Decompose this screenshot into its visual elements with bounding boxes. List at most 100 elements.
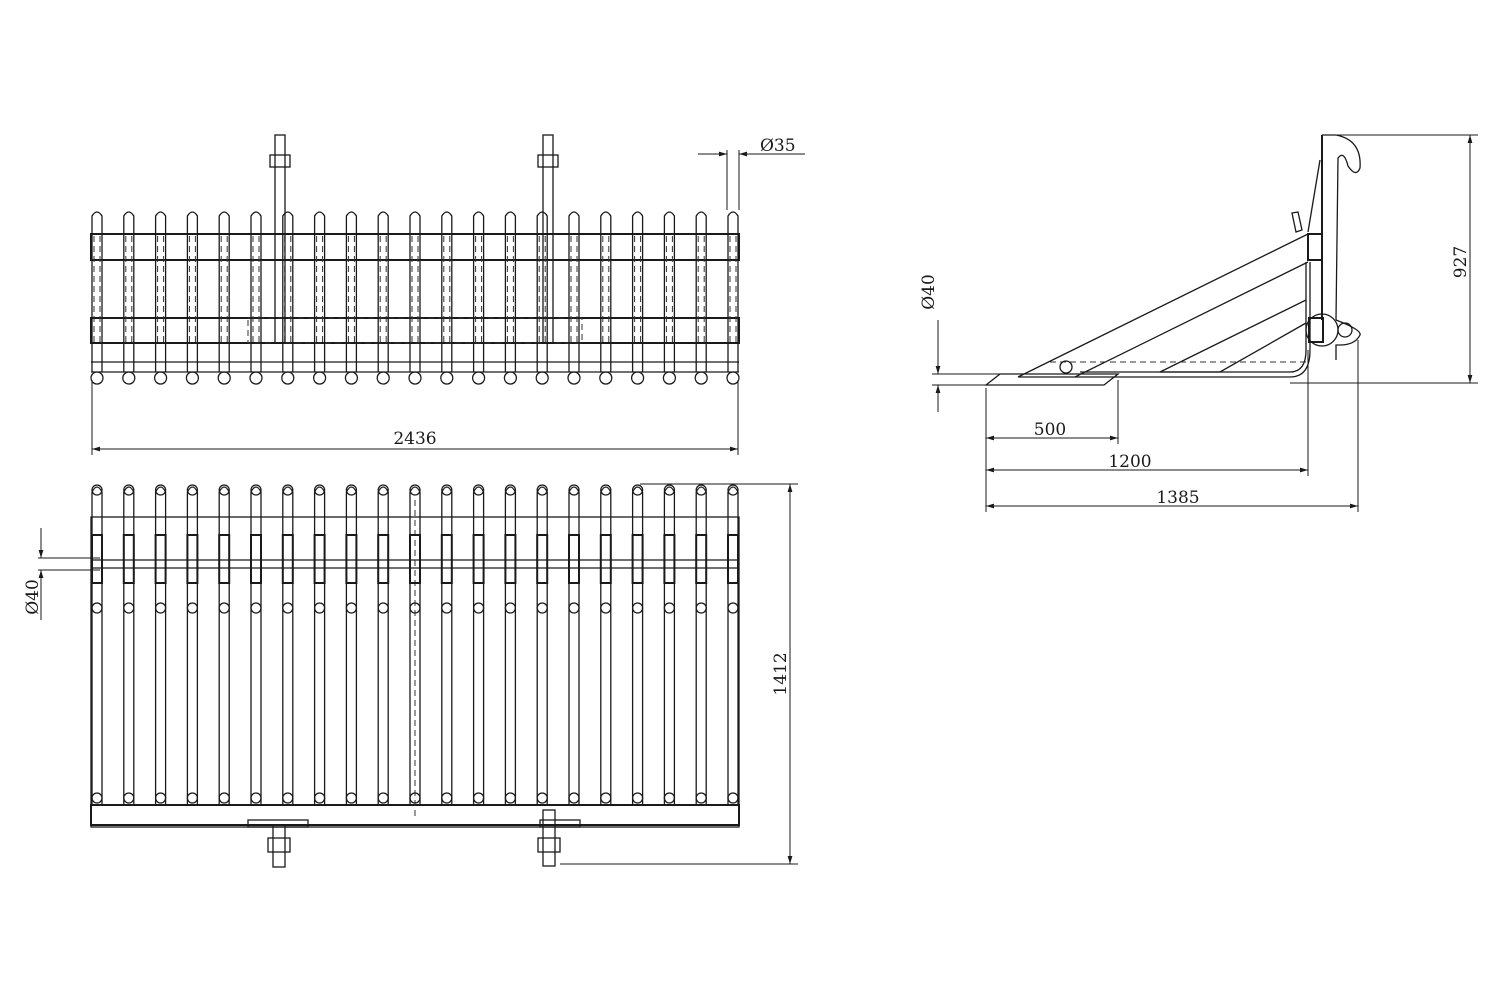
tine-base-circle [663,792,676,804]
tine-end-circle [312,371,327,385]
tine [662,211,677,385]
tine-sleeve [472,534,485,584]
tine-base-circle [504,792,517,804]
stop-tab [1291,211,1303,233]
hitch-hook [1322,134,1361,321]
tine-tip-circle [154,484,167,496]
tine-base-circle [218,792,230,804]
tine-base-circle [472,792,485,804]
tine-base-circle [345,792,358,804]
tine [312,211,327,385]
plan-tine [631,484,644,805]
plan-tine [218,484,231,805]
plan-tine [504,484,517,805]
tine-sleeve [345,534,358,584]
pin-hole [1337,322,1353,338]
tine-sleeve [313,534,326,584]
top-view: 2436 Ø35 [90,134,805,455]
plan-tine [250,484,262,805]
tine-joint-circle [345,602,358,614]
tine-sleeve [154,534,167,584]
plan-tine [695,484,708,805]
upper-beam [90,233,740,261]
tine-end-circle [726,371,740,385]
tine-tip-circle [472,484,485,496]
tine-tip [984,373,1120,386]
tine-end-circle [376,371,390,385]
tine-tip-circle [186,484,199,496]
tine-sleeve [727,534,739,584]
tine-tip-circle [123,484,135,496]
tine-sleeve [568,534,580,584]
tine-end-circle [567,371,581,385]
tine-tip-circle [345,484,358,496]
tine-tip-circle [218,484,230,496]
tine-tip-circle [568,484,580,496]
dim-1385-label: 1385 [1156,488,1199,508]
tine [408,211,422,385]
center-beam-hidden [247,317,583,344]
tine-base-circle [727,792,739,804]
plan-tine [186,484,199,805]
tine [281,211,295,385]
tine-sleeve [631,534,644,584]
tine [694,211,708,385]
tine-sleeve [695,534,708,584]
tine-joint-circle [504,602,517,614]
tine [471,211,486,385]
tine-profile [1080,262,1307,373]
dim-tine-dia-label: Ø35 [760,136,796,156]
tine-tip-circle [313,484,326,496]
tine-sleeve [250,534,262,584]
dim-height-label: 927 [1451,246,1471,278]
tine [726,211,740,385]
diagonal-lower-arm [1159,299,1307,373]
tine [344,211,359,385]
tine [185,211,200,385]
plan-tine [281,484,294,805]
tine-base-circle [123,792,135,804]
bar-section [1059,360,1073,374]
plan-tine [568,484,580,805]
tine-joint-circle [441,602,453,614]
tine-base-circle [441,792,453,804]
tine-base-circle [154,792,167,804]
tine-sleeve [536,534,549,584]
plan-tine [536,484,549,805]
plan-view: 1412 Ø40 [23,483,798,868]
tine-sleeve [599,534,612,584]
plan-tine [377,484,390,805]
plan-tine [154,484,167,805]
tine-end-circle [694,371,708,385]
tine-joint-circle [695,602,707,614]
tine-base-circle [186,792,199,804]
tine [599,211,613,385]
tine-tip-circle [250,484,262,496]
tine-sleeve [218,534,231,584]
tine-sleeve [377,534,390,584]
mount-post-right [537,134,559,344]
tine-joint-circle [218,602,230,614]
tine-base-circle [377,792,389,804]
plan-frame [90,516,740,828]
plan-tine [727,484,739,805]
tine-tip-circle [600,484,612,496]
tine-joint-circle [91,602,103,614]
mount-leg-left [247,819,309,868]
mount-leg-right [537,809,581,867]
tine-end-circle [344,371,359,385]
tine-base-circle [568,792,580,804]
tine [535,211,549,385]
tine-base-circle [536,792,548,804]
tine-tip-circle [441,484,453,496]
tine-sleeve [440,534,453,584]
tine-joint-circle [154,602,167,614]
diagonal-upper-arm [1017,233,1309,378]
tine-base-circle [600,792,612,804]
tine-base-circle [250,792,262,804]
plan-tine [472,484,485,805]
tine [249,211,263,385]
plan-tine [409,484,421,805]
tine-end-circle [440,371,454,385]
tine-sleeve [281,534,294,584]
